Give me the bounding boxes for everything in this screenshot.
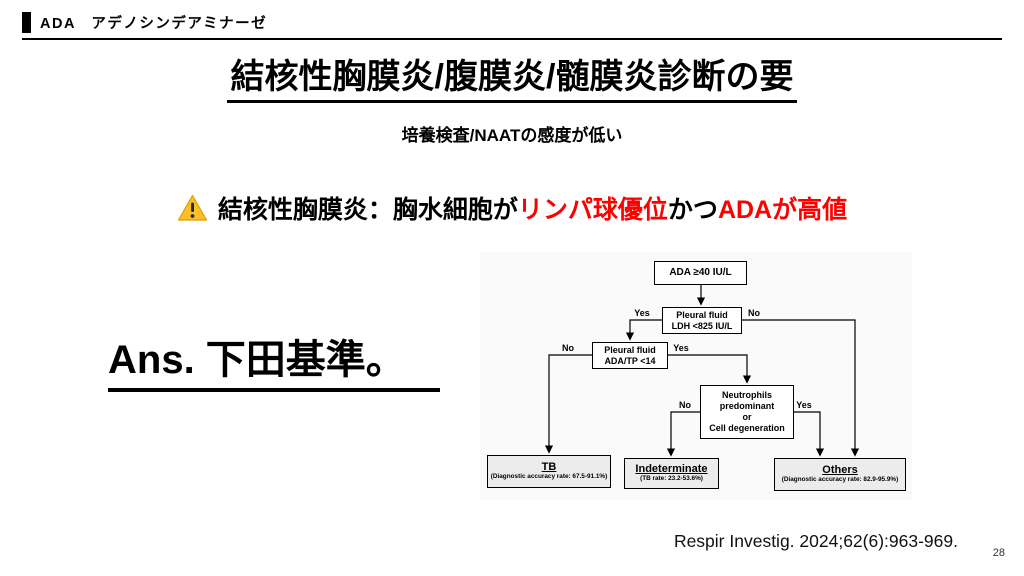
slide-header: ADA アデノシンデアミナーゼ: [22, 12, 1002, 40]
page-title: 結核性胸膜炎/腹膜炎/髄膜炎診断の要: [226, 58, 798, 104]
connector-adatp-no-to-tb: [544, 354, 592, 454]
node-indeterminate-caption: (TB rate: 23.2-53.6%): [640, 475, 703, 483]
branch-label-adatp-no: No: [562, 343, 574, 353]
node-ldh-line2: LDH <825 IU/L: [671, 320, 733, 331]
node-ada-label: ADA ≥40 IU/L: [669, 267, 732, 278]
page-subtitle: 培養検査/NAATの感度が低い: [401, 126, 623, 145]
node-adatp-line2: ADA/TP <14: [604, 355, 656, 366]
node-pleural-adatp: Pleural fluid ADA/TP <14: [592, 342, 668, 369]
node-neutrophils: Neutrophils predominant or Cell degenera…: [700, 385, 794, 439]
branch-label-neutrophils-yes: Yes: [796, 400, 812, 410]
title-container: 結核性胸膜炎/腹膜炎/髄膜炎診断の要: [0, 58, 1024, 104]
answer-text: Ans. 下田基準。: [108, 338, 440, 392]
connector-adatp-yes-to-neutrophils: [668, 354, 752, 384]
header-accent-bar: [22, 12, 31, 33]
citation-reference: Respir Investig. 2024;62(6):963-969.: [673, 531, 958, 551]
warning-segment-red: ADAが高値: [717, 196, 848, 224]
node-neutrophils-line1: Neutrophils: [721, 390, 772, 401]
node-indeterminate-title: Indeterminate: [635, 463, 708, 476]
branch-label-neutrophils-no: No: [679, 400, 691, 410]
subtitle-container: 培養検査/NAATの感度が低い: [0, 121, 1024, 146]
warning-text: 結核性胸膜炎：胸水細胞がリンパ球優位かつADAが高値: [218, 190, 847, 226]
node-neutrophils-line2: predominant: [719, 401, 775, 412]
connector-ldh-no-to-others: [741, 319, 860, 457]
warning-triangle-icon: [177, 194, 208, 222]
branch-label-ldh-yes: Yes: [634, 308, 650, 318]
node-result-others: Others (Diagnostic accuracy rate: 82.9-9…: [774, 458, 906, 491]
node-neutrophils-line3: or: [742, 412, 752, 422]
node-others-caption: (Diagnostic accuracy rate: 82.9-95.9%): [781, 476, 899, 484]
branch-label-ldh-no: No: [748, 308, 760, 318]
warning-segment-plain: かつ: [667, 196, 718, 224]
warning-line: 結核性胸膜炎：胸水細胞がリンパ球優位かつADAが高値: [0, 190, 1024, 226]
node-ada-threshold: ADA ≥40 IU/L: [654, 261, 747, 285]
node-others-title: Others: [822, 464, 858, 477]
flowchart-connectors: [544, 285, 860, 457]
warning-segment-red: リンパ球優位: [517, 196, 668, 224]
node-adatp-line1: Pleural fluid: [604, 344, 656, 355]
warning-segment-plain: 結核性胸膜炎：胸水細胞が: [217, 196, 518, 224]
node-tb-caption: (Diagnostic accuracy rate: 67.5-91.1%): [490, 473, 608, 481]
node-result-tb: TB (Diagnostic accuracy rate: 67.5-91.1%…: [487, 455, 611, 488]
header-title: ADA アデノシンデアミナーゼ: [40, 16, 268, 32]
node-result-indeterminate: Indeterminate (TB rate: 23.2-53.6%): [624, 458, 719, 489]
connector-neutrophils-yes-to-others: [794, 411, 825, 457]
answer-container: Ans. 下田基準。: [108, 338, 440, 392]
node-ldh-line1: Pleural fluid: [676, 309, 728, 320]
node-tb-title: TB: [541, 461, 557, 474]
diagnostic-flowchart: ADA ≥40 IU/L Pleural fluid LDH <825 IU/L…: [480, 252, 912, 500]
branch-label-adatp-yes: Yes: [673, 343, 689, 353]
node-pleural-ldh: Pleural fluid LDH <825 IU/L: [662, 307, 742, 334]
node-neutrophils-line4: Cell degeneration: [709, 422, 785, 433]
connector-neutrophils-no-to-indeterminate: [666, 411, 700, 457]
page-number: 28: [992, 547, 1005, 559]
connector-ldh-yes-to-adatp: [625, 319, 662, 341]
